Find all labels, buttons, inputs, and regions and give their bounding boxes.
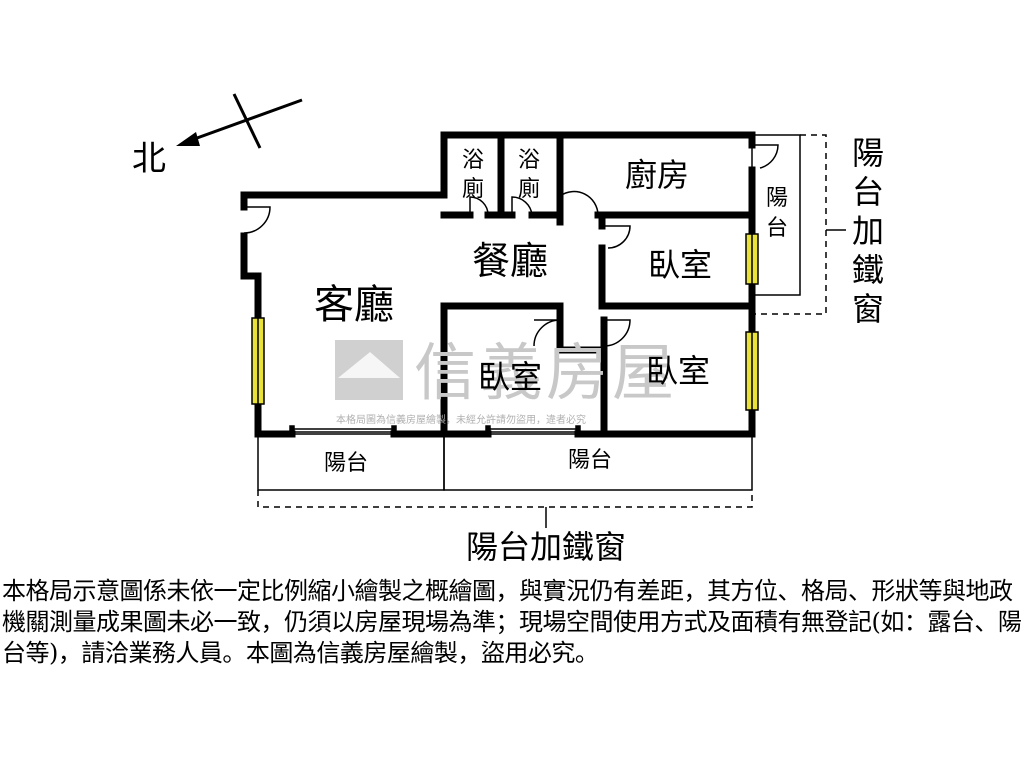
floor-plan: 北 [132, 93, 884, 566]
sliding-doors [289, 425, 581, 437]
room-labels: 浴 廁 浴 廁 廚房 餐廳 客廳 臥室 臥室 臥室 陽 台 陽台 陽台 [314, 148, 788, 476]
bath-left-label-1: 浴 [462, 148, 484, 173]
north-arrow-icon [176, 132, 200, 146]
balcony-bottom-right-label: 陽台 [568, 448, 612, 473]
iron-window-outlines [257, 134, 827, 508]
bedroom-right-lower-label: 臥室 [646, 352, 710, 390]
bath-right-label-1: 浴 [518, 148, 540, 173]
disclaimer-text: 本格局示意圖係未依一定比例縮小繪製之概繪圖，與實況仍有差距，其方位、格局、形狀等… [2, 577, 1022, 667]
iron-window-annotation-bottom: 陽台加鐵窗 [466, 528, 626, 566]
north-label: 北 [132, 139, 166, 179]
bedroom-right-upper-label: 臥室 [648, 246, 712, 284]
iron-window-annotation-right: 陽 台 加 鐵 窗 [852, 134, 884, 328]
watermark-brand: 信義房屋 [414, 336, 678, 409]
right-window-char-2: 台 [852, 173, 884, 211]
balcony-small-label-1: 陽 [766, 186, 788, 211]
watermark: 信義房屋 本格局圖為信義房屋繪製，未經允許請勿盜用，違者必究 [335, 336, 678, 426]
balcony-bottom-left-label: 陽台 [324, 451, 368, 476]
watermark-notice: 本格局圖為信義房屋繪製，未經允許請勿盜用，違者必究 [336, 413, 586, 426]
dining-label: 餐廳 [472, 239, 548, 283]
north-compass: 北 [132, 93, 303, 179]
right-window-char-4: 鐵 [852, 251, 884, 289]
living-label: 客廳 [314, 282, 394, 328]
right-window-char-3: 加 [852, 212, 884, 250]
kitchen-label: 廚房 [625, 156, 689, 194]
right-window-char-5: 窗 [852, 290, 884, 328]
windows [251, 233, 759, 411]
bedroom-center-label: 臥室 [478, 358, 542, 396]
walls [240, 131, 756, 438]
bath-right-label-2: 廁 [518, 177, 540, 202]
swing-doors [243, 144, 779, 347]
right-window-char-1: 陽 [852, 134, 884, 172]
bath-left-label-2: 廁 [462, 177, 484, 202]
balcony-small-label-2: 台 [766, 216, 788, 241]
